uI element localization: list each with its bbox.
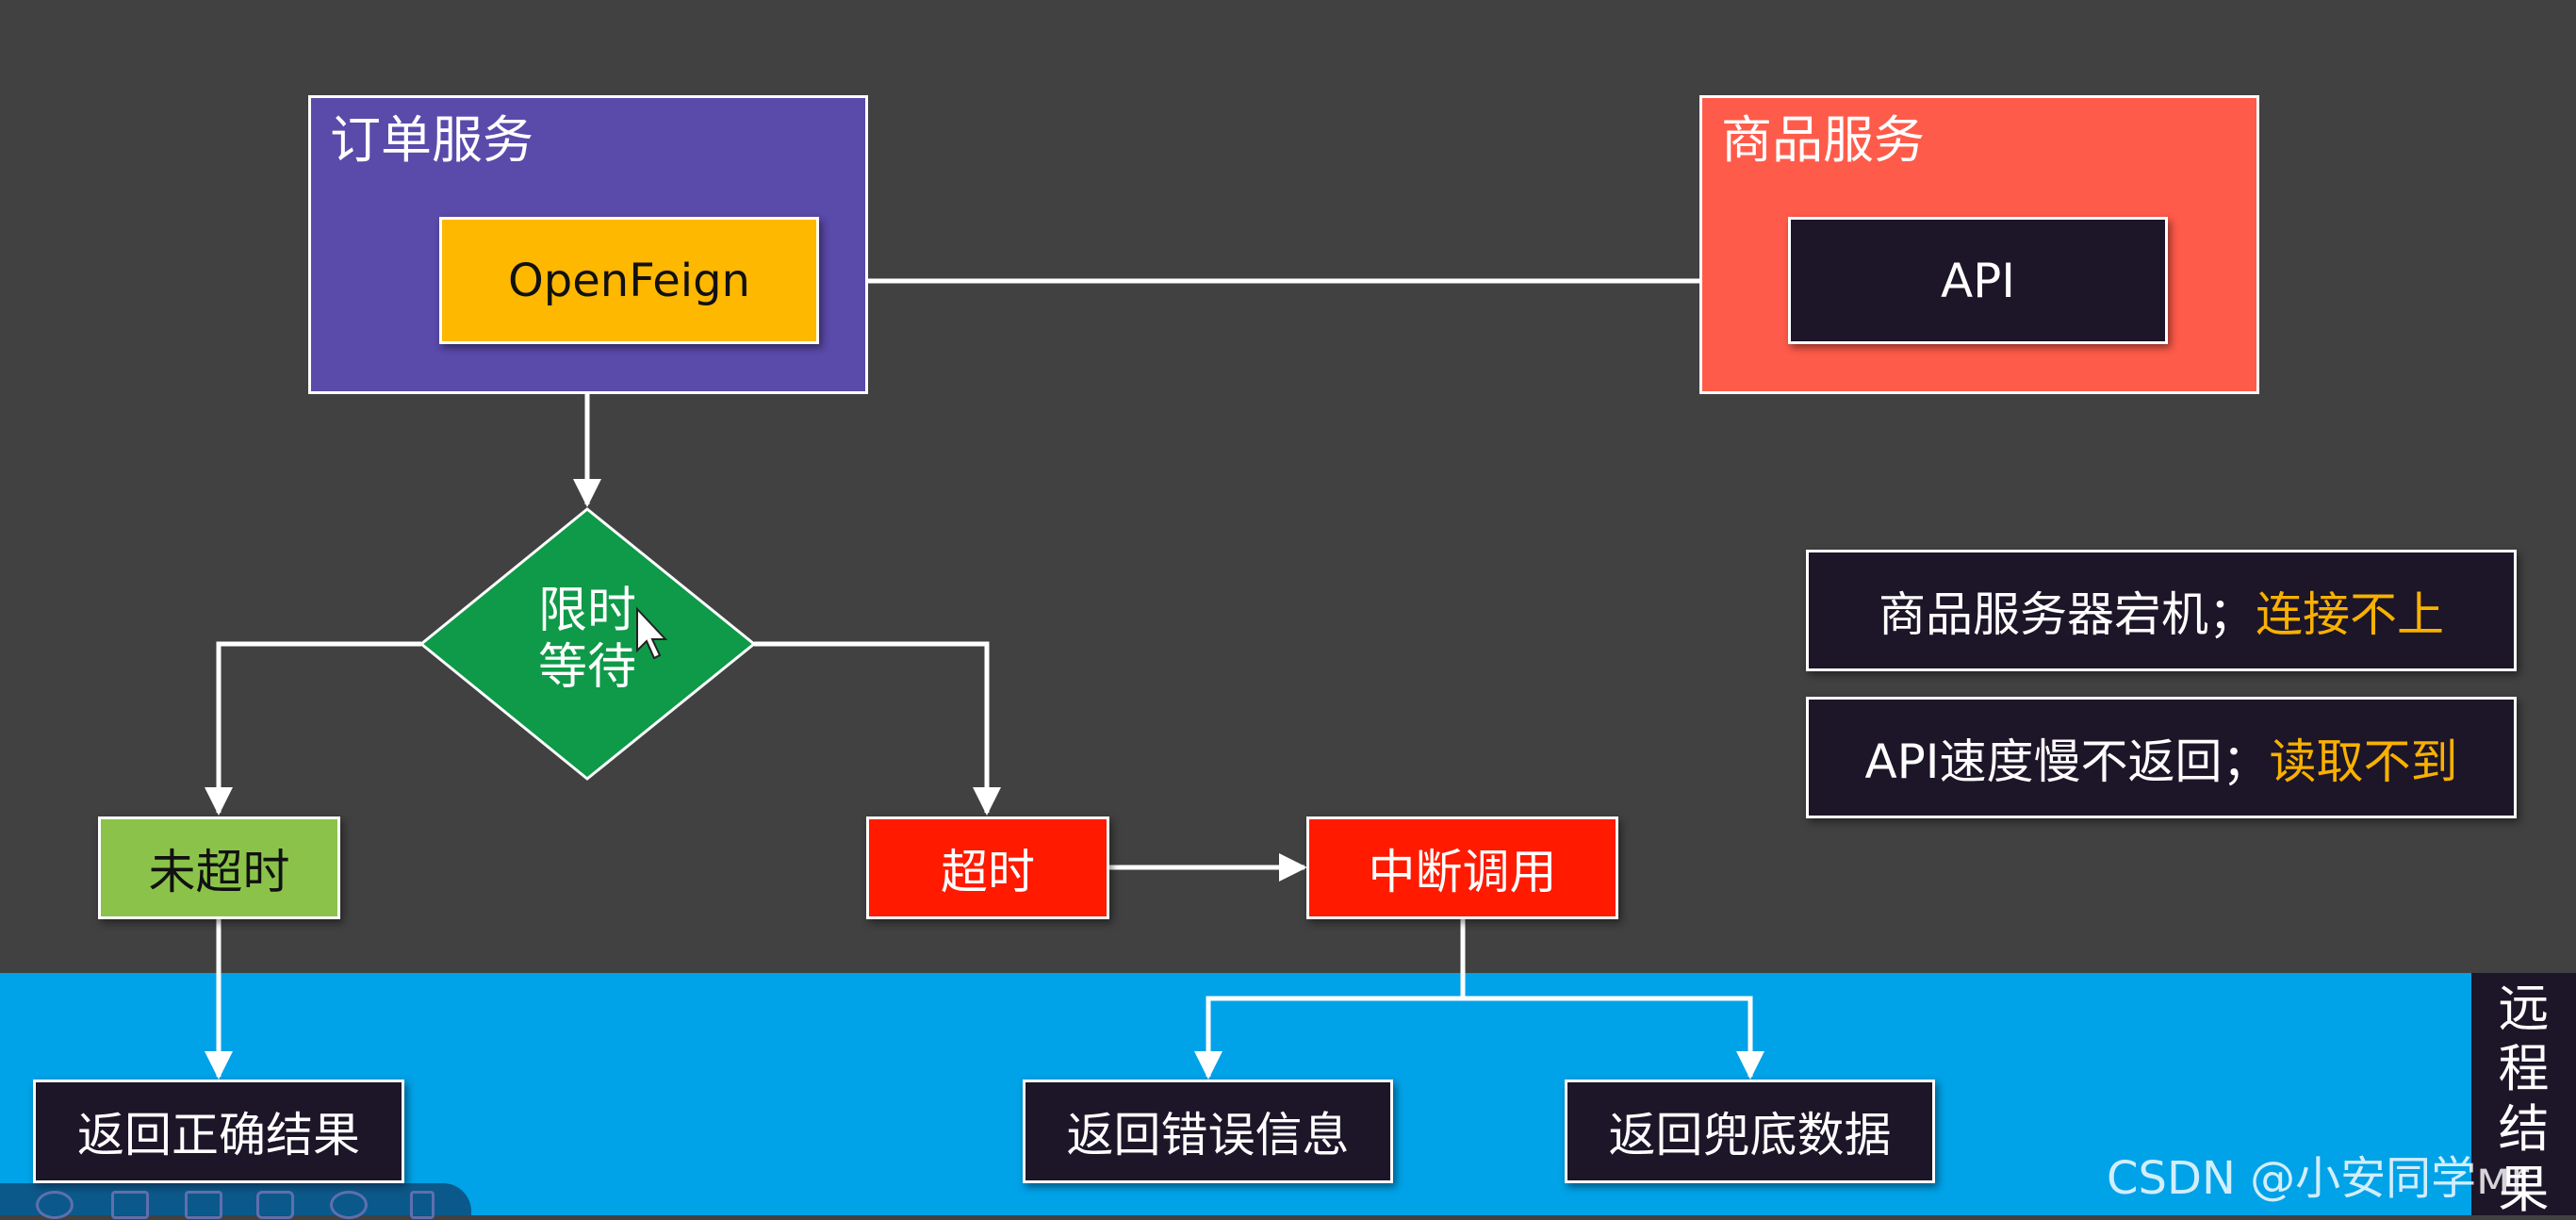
- not-timeout-label: 未超时: [148, 844, 290, 899]
- openfeign-box: OpenFeign: [439, 217, 819, 344]
- interrupt-label: 中断调用: [1368, 844, 1557, 899]
- side-tab-char-2: 程: [2498, 1039, 2550, 1098]
- return-fallback-box: 返回兜底数据: [1565, 1080, 1935, 1183]
- side-tab-char-1: 远: [2498, 979, 2550, 1038]
- note-api-slow-highlight: 读取不到: [2269, 734, 2458, 789]
- product-service-title: 商品服务: [1721, 110, 1925, 170]
- api-label: API: [1940, 253, 2016, 308]
- decision-diamond: [418, 507, 757, 781]
- interrupt-box: 中断调用: [1306, 816, 1618, 919]
- timeout-label: 超时: [941, 844, 1035, 899]
- arrow-decision-to-timeout: [754, 641, 1001, 816]
- return-error-box: 返回错误信息: [1023, 1080, 1393, 1183]
- note-server-down-highlight: 连接不上: [2256, 586, 2444, 642]
- note-api-slow-text: API速度慢不返回；: [1864, 734, 2270, 789]
- decision-label: 限时 等待: [493, 583, 681, 696]
- api-box: API: [1788, 217, 2168, 344]
- csdn-watermark: CSDN @小安同学ᴍr: [2107, 1152, 2530, 1205]
- return-correct-label: 返回正确结果: [77, 1108, 360, 1162]
- note-api-slow: API速度慢不返回； 读取不到: [1806, 697, 2517, 818]
- openfeign-label: OpenFeign: [508, 254, 750, 307]
- decision-label-line2: 等待: [537, 639, 636, 696]
- timeout-box: 超时: [866, 816, 1109, 919]
- order-service-title: 订单服务: [330, 110, 533, 170]
- side-tab-char-4: 果: [2498, 1160, 2550, 1219]
- note-server-down: 商品服务器宕机； 连接不上: [1806, 550, 2517, 671]
- remote-result-tab: 远 程 结 果: [2471, 973, 2576, 1219]
- not-timeout-box: 未超时: [98, 816, 340, 919]
- arrow-interrupt-branch: [1194, 919, 1466, 1080]
- decision-label-line1: 限时: [537, 583, 636, 639]
- return-fallback-label: 返回兜底数据: [1608, 1108, 1892, 1162]
- cursor-icon: [636, 606, 668, 660]
- note-server-down-text: 商品服务器宕机；: [1879, 586, 2256, 642]
- side-tab-char-3: 结: [2498, 1099, 2550, 1159]
- return-correct-box: 返回正确结果: [33, 1080, 404, 1183]
- arrow-interrupt-to-fallback: [1463, 996, 1764, 1080]
- arrow-decision-to-not-timeout: [205, 641, 421, 816]
- player-control-bar: [0, 1183, 471, 1219]
- return-error-label: 返回错误信息: [1066, 1108, 1350, 1162]
